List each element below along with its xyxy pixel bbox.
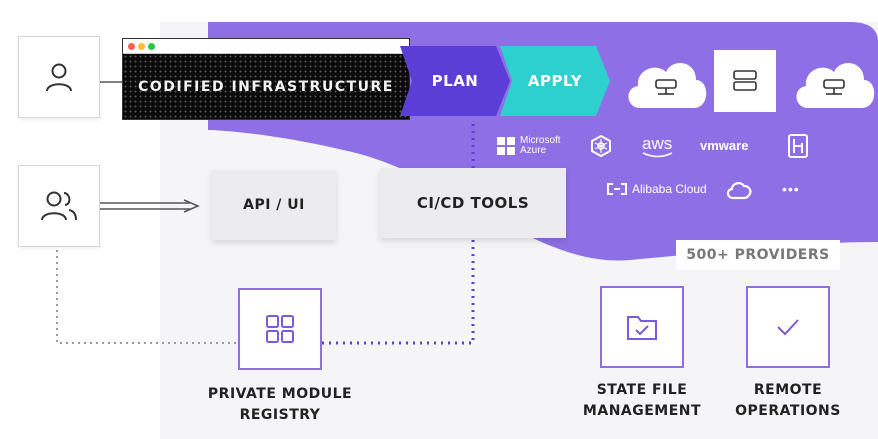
gcp-cloud-icon <box>726 182 752 200</box>
heroku-icon <box>788 134 808 158</box>
remote-line2: OPERATIONS <box>735 403 841 419</box>
plan-label: PLAN <box>431 72 479 90</box>
state-line1: STATE FILE <box>596 382 688 398</box>
cloud-left <box>628 62 707 108</box>
remote-operations-caption: REMOTE OPERATIONS <box>718 380 858 422</box>
server-icon <box>823 79 845 95</box>
server-icon <box>655 79 677 95</box>
registry-line1: PRIVATE MODULE <box>207 386 353 402</box>
aws-smile-icon <box>642 152 673 158</box>
azure-line2: Azure <box>520 145 547 156</box>
api-ui-box: API / UI <box>212 170 336 240</box>
providers-count-label: 500+ PROVIDERS <box>686 247 830 263</box>
state-file-caption: STATE FILE MANAGEMENT <box>572 380 712 422</box>
api-ui-label: API / UI <box>243 197 305 213</box>
more-providers: ••• <box>782 181 800 199</box>
codified-infrastructure-window: CODIFIED INFRASTRUCTURE <box>122 38 410 120</box>
window-titlebar <box>123 39 409 54</box>
providers-count-badge: 500+ PROVIDERS <box>676 240 840 270</box>
azure-logo: Microsoft Azure <box>497 136 561 156</box>
user-icon <box>46 63 72 92</box>
alibaba-icon <box>607 183 627 195</box>
state-file-management-box <box>600 286 684 368</box>
database-server-icon <box>733 70 757 91</box>
apply-step: APPLY <box>500 46 610 116</box>
folder-check-icon <box>627 316 657 340</box>
private-module-registry-box <box>238 288 322 370</box>
private-module-registry-caption: PRIVATE MODULE REGISTRY <box>180 384 380 426</box>
kubernetes-icon <box>591 135 611 157</box>
apply-label: APPLY <box>527 72 583 90</box>
grid-icon <box>266 315 294 343</box>
aws-label: aws <box>642 134 673 153</box>
individual-user-box <box>18 36 100 118</box>
registry-line2: REGISTRY <box>239 407 321 423</box>
plan-step: PLAN <box>400 46 510 116</box>
check-icon <box>777 319 799 336</box>
vmware-label: vmware <box>700 138 749 153</box>
team-users-box <box>18 165 100 247</box>
users-icon <box>41 191 77 221</box>
cloud-right <box>796 62 875 108</box>
alibaba-label: Alibaba Cloud <box>632 182 707 196</box>
remote-line1: REMOTE <box>753 382 823 398</box>
close-dot-icon <box>128 42 135 50</box>
alibaba-logo: Alibaba Cloud <box>606 182 707 196</box>
minimize-dot-icon <box>138 42 145 50</box>
server-box <box>714 50 776 112</box>
aws-logo: aws <box>642 134 673 158</box>
codified-infrastructure-label: CODIFIED INFRASTRUCTURE <box>138 79 394 95</box>
state-line2: MANAGEMENT <box>582 403 702 419</box>
maximize-dot-icon <box>148 42 155 50</box>
microsoft-icon <box>497 137 515 155</box>
cicd-tools-label: CI/CD TOOLS <box>416 194 530 212</box>
remote-operations-box <box>746 286 830 368</box>
cicd-tools-box: CI/CD TOOLS <box>380 168 566 238</box>
azure-line1: Microsoft <box>520 135 561 146</box>
more-providers-label: ••• <box>782 181 800 197</box>
vmware-logo: vmware <box>700 137 748 155</box>
